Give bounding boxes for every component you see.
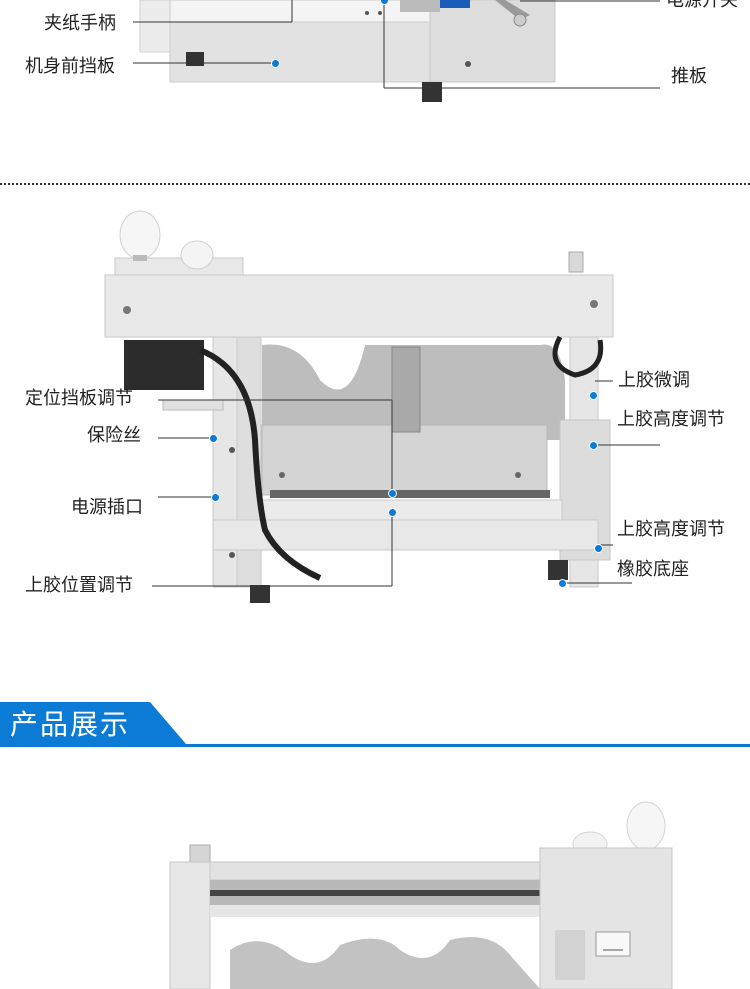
- product-photo: [0, 790, 750, 989]
- callout-dot-power-switch: [380, 0, 389, 5]
- label-fuse: 保险丝: [87, 425, 141, 446]
- label-power-socket: 电源插口: [71, 497, 143, 518]
- section-divider: [0, 183, 750, 185]
- label-paper-clamp-handle: 夹纸手柄: [44, 13, 116, 34]
- callout-dot-glue-height-2: [594, 544, 603, 553]
- side-machine-illustration: [104, 210, 660, 603]
- label-glue-height-adjust-2: 上胶高度调节: [617, 519, 725, 540]
- product-machine-illustration: [169, 801, 673, 989]
- callout-dot-front-baffle: [271, 59, 280, 68]
- callout-dot-rubber-base: [558, 579, 567, 588]
- callout-dot-glue-position: [388, 508, 397, 517]
- label-glue-position-adjust: 上胶位置调节: [25, 575, 133, 596]
- top-machine-illustration: [133, 0, 660, 102]
- callout-dot-glue-fine: [589, 391, 598, 400]
- section-title: 产品展示: [10, 708, 131, 741]
- middle-diagram: [0, 200, 750, 620]
- section-header-shape: [0, 702, 750, 747]
- label-rubber-base: 橡胶底座: [617, 559, 689, 580]
- label-front-baffle: 机身前挡板: [25, 56, 115, 77]
- label-power-switch: 电源开关: [666, 0, 738, 11]
- callout-dot-power-socket: [211, 493, 220, 502]
- label-positioning-baffle-adjust: 定位挡板调节: [25, 388, 133, 409]
- top-diagram: [0, 0, 750, 180]
- section-header-bar: [0, 700, 750, 748]
- callout-dot-positioning-baffle: [388, 489, 397, 498]
- label-push-plate: 推板: [671, 66, 707, 87]
- callout-dot-glue-height-1: [589, 441, 598, 450]
- callout-dot-fuse: [209, 434, 218, 443]
- label-glue-fine-adjust: 上胶微调: [618, 370, 690, 391]
- label-glue-height-adjust-1: 上胶高度调节: [617, 409, 725, 430]
